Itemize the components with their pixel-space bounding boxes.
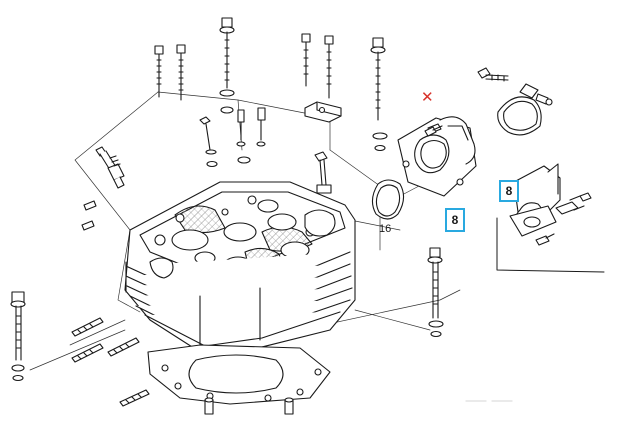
insulator-bolts xyxy=(424,125,443,137)
right-bolt xyxy=(427,247,444,338)
callout-part-8-inset[interactable]: 8 xyxy=(499,180,519,202)
insulator-part-8 xyxy=(397,116,477,197)
bracket xyxy=(304,101,342,123)
bolt-5 xyxy=(324,35,334,99)
inset-assembly xyxy=(509,163,592,246)
bolt-4 xyxy=(301,33,311,87)
small-pins xyxy=(81,200,97,231)
lower-left-bolt xyxy=(10,291,26,382)
cylinder-head xyxy=(124,181,356,353)
lower-studs xyxy=(71,317,150,407)
right-stud xyxy=(314,151,332,194)
inset-frame xyxy=(496,217,605,273)
dowels xyxy=(204,397,294,415)
callout-part-8-main[interactable]: 8 xyxy=(445,208,465,232)
hose-clamp xyxy=(497,83,553,136)
clamp-bolt xyxy=(477,67,509,82)
spark-plug xyxy=(95,146,125,189)
bolt-3 xyxy=(219,17,235,97)
not-available-x-icon: ✕ xyxy=(421,88,434,106)
head-gasket xyxy=(147,344,331,405)
bolt-1 xyxy=(154,45,164,98)
part-number-16[interactable]: 16 xyxy=(379,223,392,235)
o-ring-part-16 xyxy=(371,179,405,220)
callout-text: 8 xyxy=(505,184,513,198)
bolt-6 xyxy=(370,37,388,152)
callout-text: 8 xyxy=(451,213,459,227)
long-bolts xyxy=(154,17,388,152)
bolt-2 xyxy=(176,44,186,101)
small-studs xyxy=(199,106,266,168)
